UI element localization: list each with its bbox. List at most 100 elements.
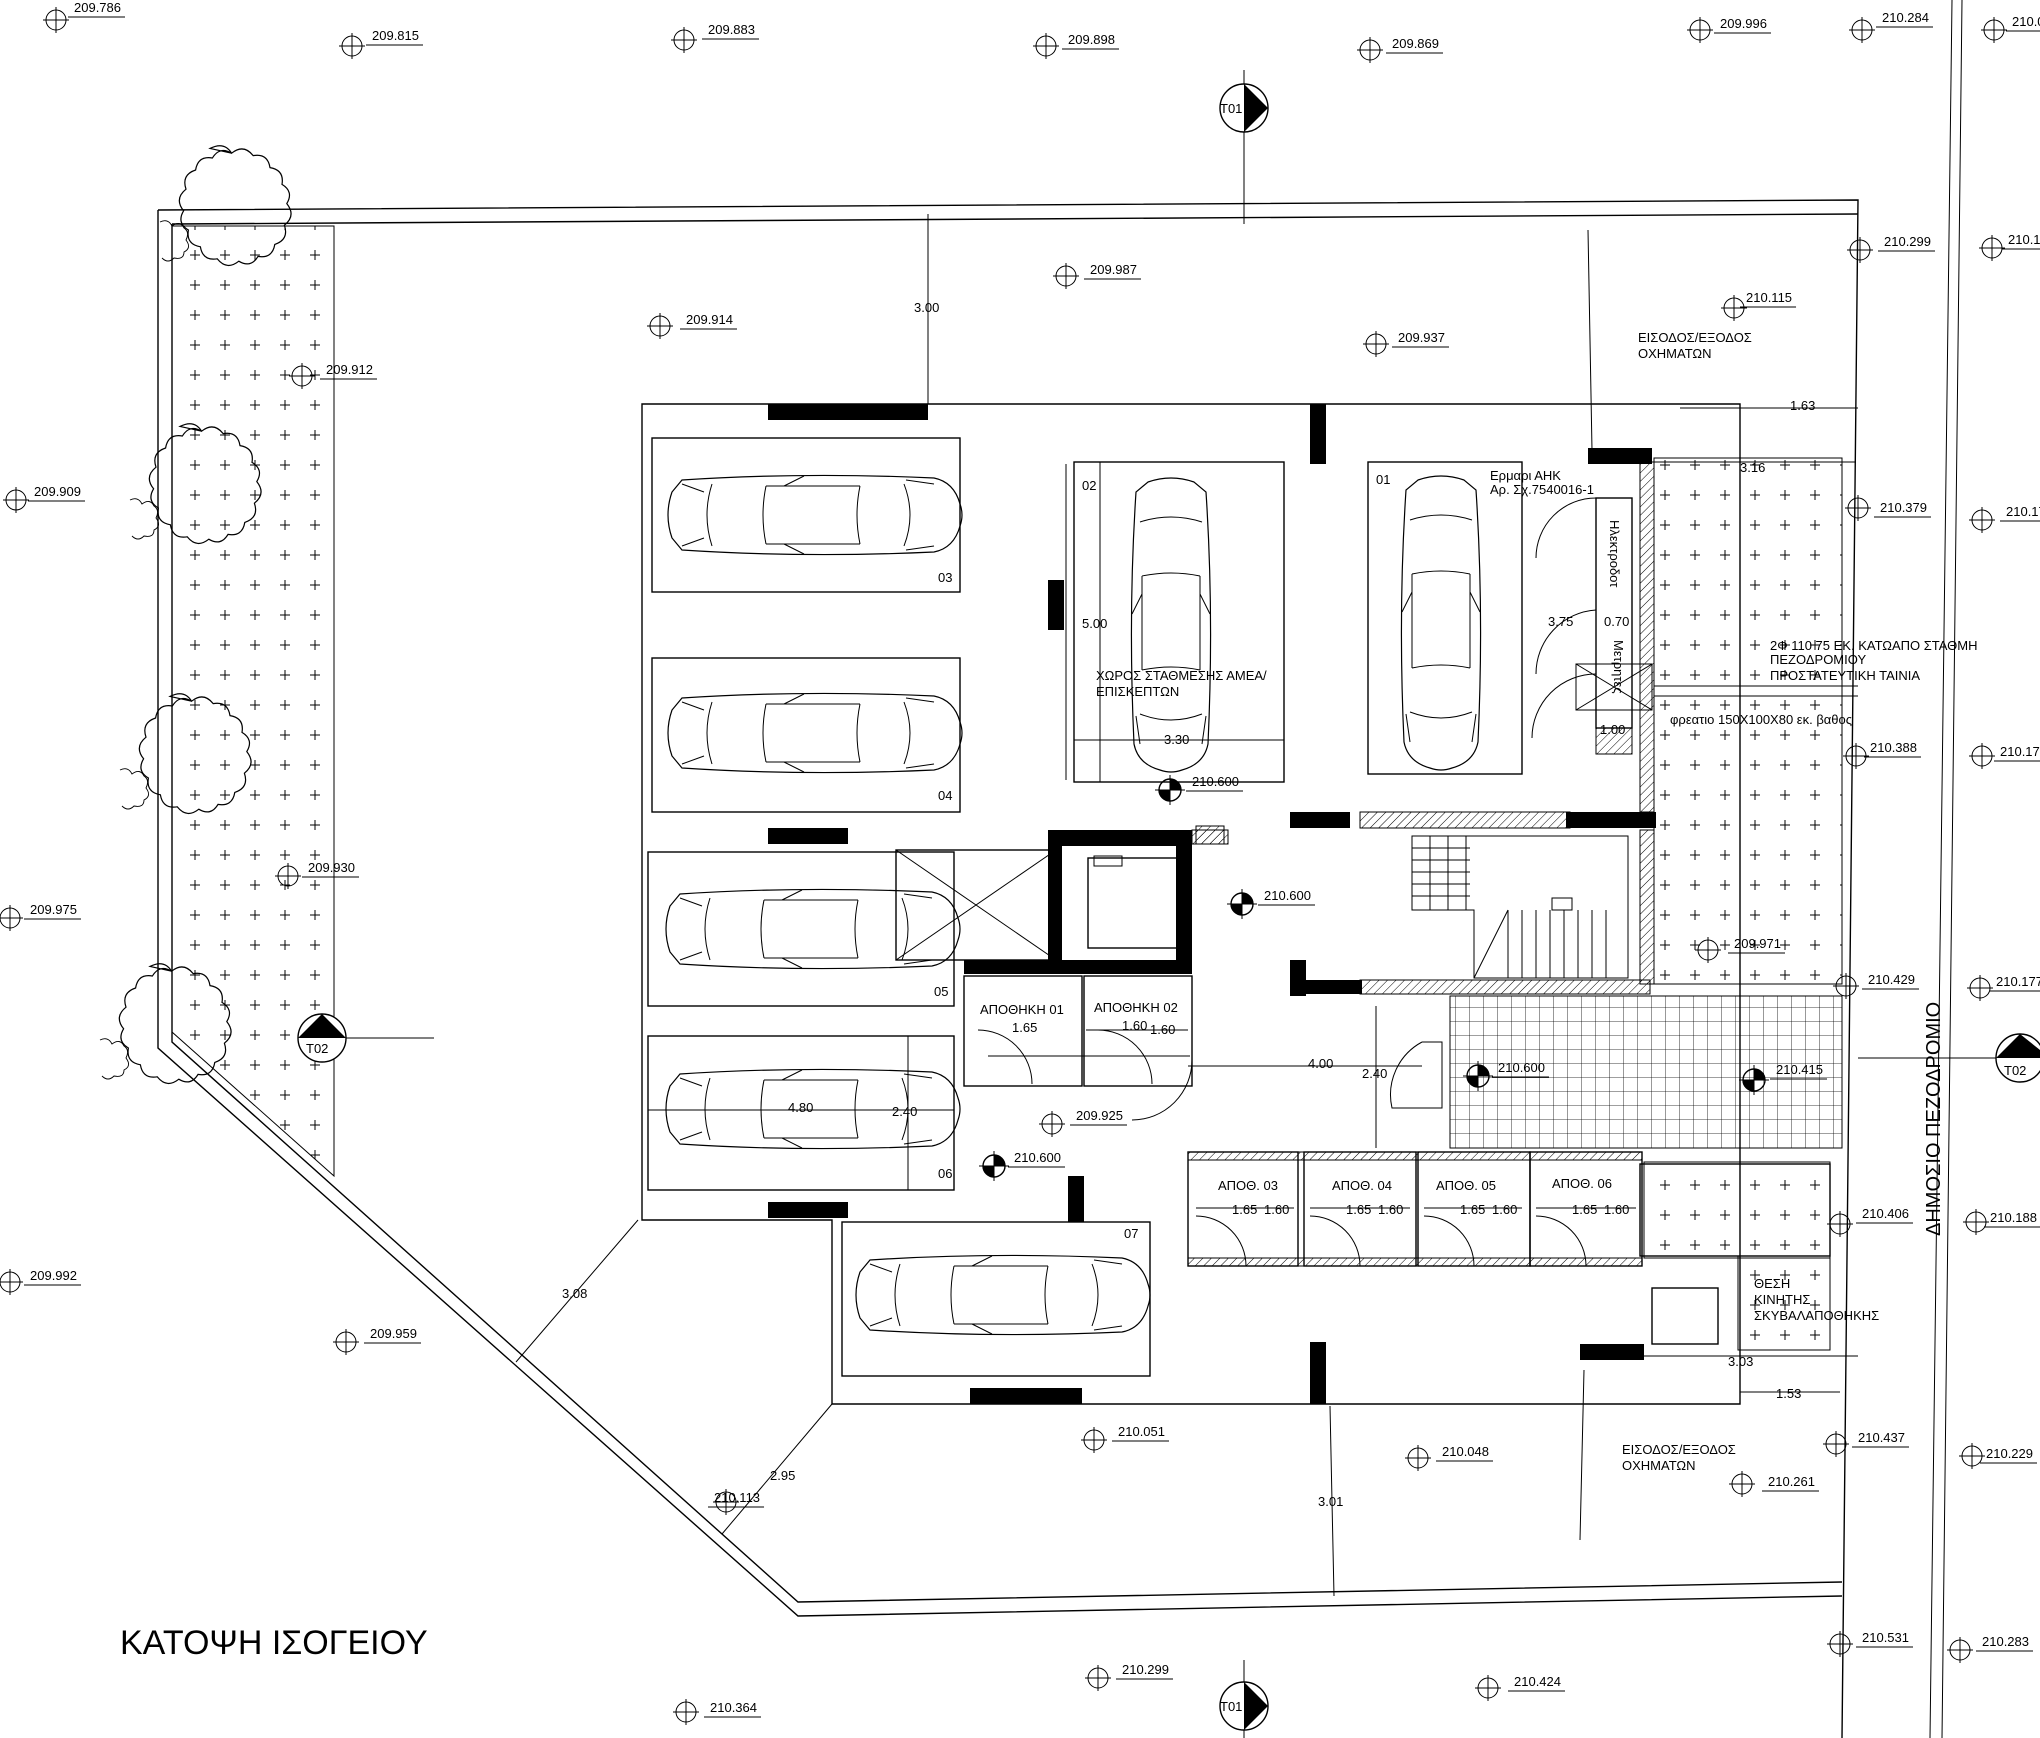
drain-note-2: ΠΕΖΟΔΡΟΜΙΟΥ — [1770, 652, 1866, 667]
dimension-value: 2.40 — [892, 1104, 917, 1119]
bin-label-1: ΘΕΣΗ — [1754, 1276, 1790, 1291]
meters-label: Μετρητες — [1611, 640, 1626, 694]
space-number: 01 — [1376, 472, 1390, 487]
dimension-value: 1.65 — [1572, 1202, 1597, 1217]
elevation-value: 210.364 — [710, 1700, 757, 1715]
dimension-value: 3.16 — [1740, 460, 1765, 475]
elevation-value: 210.299 — [1122, 1662, 1169, 1677]
elevation-value: 209.937 — [1398, 330, 1445, 345]
dimension-value: 4.00 — [1308, 1056, 1333, 1071]
cabinet-number: Αρ. Σχ.7540016-1 — [1490, 482, 1594, 497]
dimension-value: 1.65 — [1460, 1202, 1485, 1217]
space-number: 07 — [1124, 1226, 1138, 1241]
elevation-value: 210.406 — [1862, 1206, 1909, 1221]
storage-04: ΑΠΟΘ. 04 — [1332, 1178, 1392, 1193]
entrance-label-top: ΕΙΣΟΔΟΣ/ΕΞΟΔΟΣ — [1638, 330, 1752, 345]
dimension-value: 1.00 — [1600, 722, 1625, 737]
section-mark-t02-right: T02 — [2004, 1063, 2026, 1078]
power-supply-label: Ηλεκτροδοτ — [1607, 520, 1622, 588]
planted-strip — [99, 145, 335, 1178]
drawing-title: ΚΑΤΟΨΗ ΙΣΟΓΕΙΟΥ — [120, 1624, 428, 1662]
elevation-value: 210.600 — [1498, 1060, 1545, 1075]
elevation-value: 209.996 — [1720, 16, 1767, 31]
elevation-value: 210.1 — [2008, 232, 2040, 247]
elevation-value: 210.284 — [1882, 10, 1929, 25]
dimension-value: 3.00 — [914, 300, 939, 315]
elevation-value: 210.437 — [1858, 1430, 1905, 1445]
dimension-value: 3.01 — [1318, 1494, 1343, 1509]
elevation-value: 209.869 — [1392, 36, 1439, 51]
storage-05: ΑΠΟΘ. 05 — [1436, 1178, 1496, 1193]
dimension-value: 3.03 — [1728, 1354, 1753, 1369]
elevation-value: 210.600 — [1192, 774, 1239, 789]
space-number: 06 — [938, 1166, 952, 1181]
section-marks: T01 T01 T02 T02 — [297, 70, 2040, 1738]
core — [895, 811, 1831, 1267]
storage-01: ΑΠΟΘΗΚΗ 01 — [980, 1002, 1064, 1017]
bin-label-2: ΚΙΝΗΤΗΣ — [1754, 1292, 1810, 1307]
elevation-labels: 209.786 209.815 209.883 209.898 209.869 … — [24, 0, 2040, 1718]
dimension-value: 1.63 — [1790, 398, 1815, 413]
dimension-value: 4.80 — [788, 1100, 813, 1115]
bin-label-3: ΣΚΥΒΑΛΑΠΟΘΗΚΗΣ — [1754, 1308, 1879, 1323]
elevation-value: 209.898 — [1068, 32, 1115, 47]
elevation-value: 210.388 — [1870, 740, 1917, 755]
elevation-value: 209.925 — [1076, 1108, 1123, 1123]
section-mark-t01-top: T01 — [1220, 101, 1242, 116]
elevation-value: 209.975 — [30, 902, 77, 917]
dimension-value: 2.40 — [1362, 1066, 1387, 1081]
elevation-value: 209.959 — [370, 1326, 417, 1341]
parking-bays — [647, 437, 1523, 1377]
accessible-parking-label-2: ΕΠΙΣΚΕΠΤΩΝ — [1096, 684, 1179, 699]
elevation-value: 210.177 — [1996, 974, 2040, 989]
elevation-value: 209.912 — [326, 362, 373, 377]
elevation-value: 210.17 — [2000, 744, 2040, 759]
elevation-value: 210.0 — [2012, 14, 2040, 29]
elevation-value: 209.987 — [1090, 262, 1137, 277]
public-sidewalk-label: ΔΗΜΟΣΙΟ ΠΕΖΟΔΡΟΜΙΟ — [1923, 1002, 1945, 1236]
dimension-value: 1.53 — [1776, 1386, 1801, 1401]
space-numbers: 01 02 03 04 05 06 07 — [934, 472, 1390, 1241]
elevation-value: 209.815 — [372, 28, 419, 43]
entrance-label-top-2: ΟΧΗΜΑΤΩΝ — [1638, 346, 1712, 361]
elevation-value: 209.883 — [708, 22, 755, 37]
elevation-value: 210.600 — [1264, 888, 1311, 903]
dimension-value: 3.30 — [1164, 732, 1189, 747]
room-labels: ΕΙΣΟΔΟΣ/ΕΞΟΔΟΣ ΟΧΗΜΑΤΩΝ ΕΙΣΟΔΟΣ/ΕΞΟΔΟΣ Ο… — [980, 330, 1978, 1473]
dimension-value: 1.65 — [1346, 1202, 1371, 1217]
elevation-value: 209.992 — [30, 1268, 77, 1283]
dimension-value: 1.60 — [1492, 1202, 1517, 1217]
section-mark-t01-bottom: T01 — [1220, 1699, 1242, 1714]
space-number: 03 — [938, 570, 952, 585]
space-number: 02 — [1082, 478, 1096, 493]
elevation-value: 210.261 — [1768, 1474, 1815, 1489]
storage-03: ΑΠΟΘ. 03 — [1218, 1178, 1278, 1193]
elevation-value: 210.299 — [1884, 234, 1931, 249]
storage-06: ΑΠΟΘ. 06 — [1552, 1176, 1612, 1191]
tiled-area — [1449, 457, 1858, 1351]
dimension-value: 1.65 — [1232, 1202, 1257, 1217]
dimension-value: 1.60 — [1378, 1202, 1403, 1217]
dimension-value: 1.60 — [1150, 1022, 1175, 1037]
elevation-value: 210.429 — [1868, 972, 1915, 987]
cabinet-label: Ερμαρι ΑΗΚ — [1490, 468, 1561, 483]
dimension-value: 1.60 — [1264, 1202, 1289, 1217]
dimension-value: 3.75 — [1548, 614, 1573, 629]
manhole-note: φρεατιο 150Χ100Χ80 εκ. βαθος — [1670, 712, 1852, 727]
elevation-value: 210.051 — [1118, 1424, 1165, 1439]
dimension-labels: 3.00 1.63 3.16 5.00 3.30 3.75 0.70 1.00 … — [562, 300, 1815, 1509]
elevation-value: 210.600 — [1014, 1150, 1061, 1165]
elevation-value: 210.188 — [1990, 1210, 2037, 1225]
elevation-value: 210.048 — [1442, 1444, 1489, 1459]
entrance-label-bottom: ΕΙΣΟΔΟΣ/ΕΞΟΔΟΣ — [1622, 1442, 1736, 1457]
storage-02: ΑΠΟΘΗΚΗ 02 — [1094, 1000, 1178, 1015]
elevation-value: 209.930 — [308, 860, 355, 875]
dimension-value: 0.70 — [1604, 614, 1629, 629]
elevation-value: 210.415 — [1776, 1062, 1823, 1077]
elevation-value: 210.229 — [1986, 1446, 2033, 1461]
elevation-value: 210.113 — [714, 1490, 760, 1505]
elevation-value: 210.115 — [1746, 290, 1792, 305]
entrance-label-bottom-2: ΟΧΗΜΑΤΩΝ — [1622, 1458, 1696, 1473]
space-number: 05 — [934, 984, 948, 999]
dimension-value: 2.95 — [770, 1468, 795, 1483]
